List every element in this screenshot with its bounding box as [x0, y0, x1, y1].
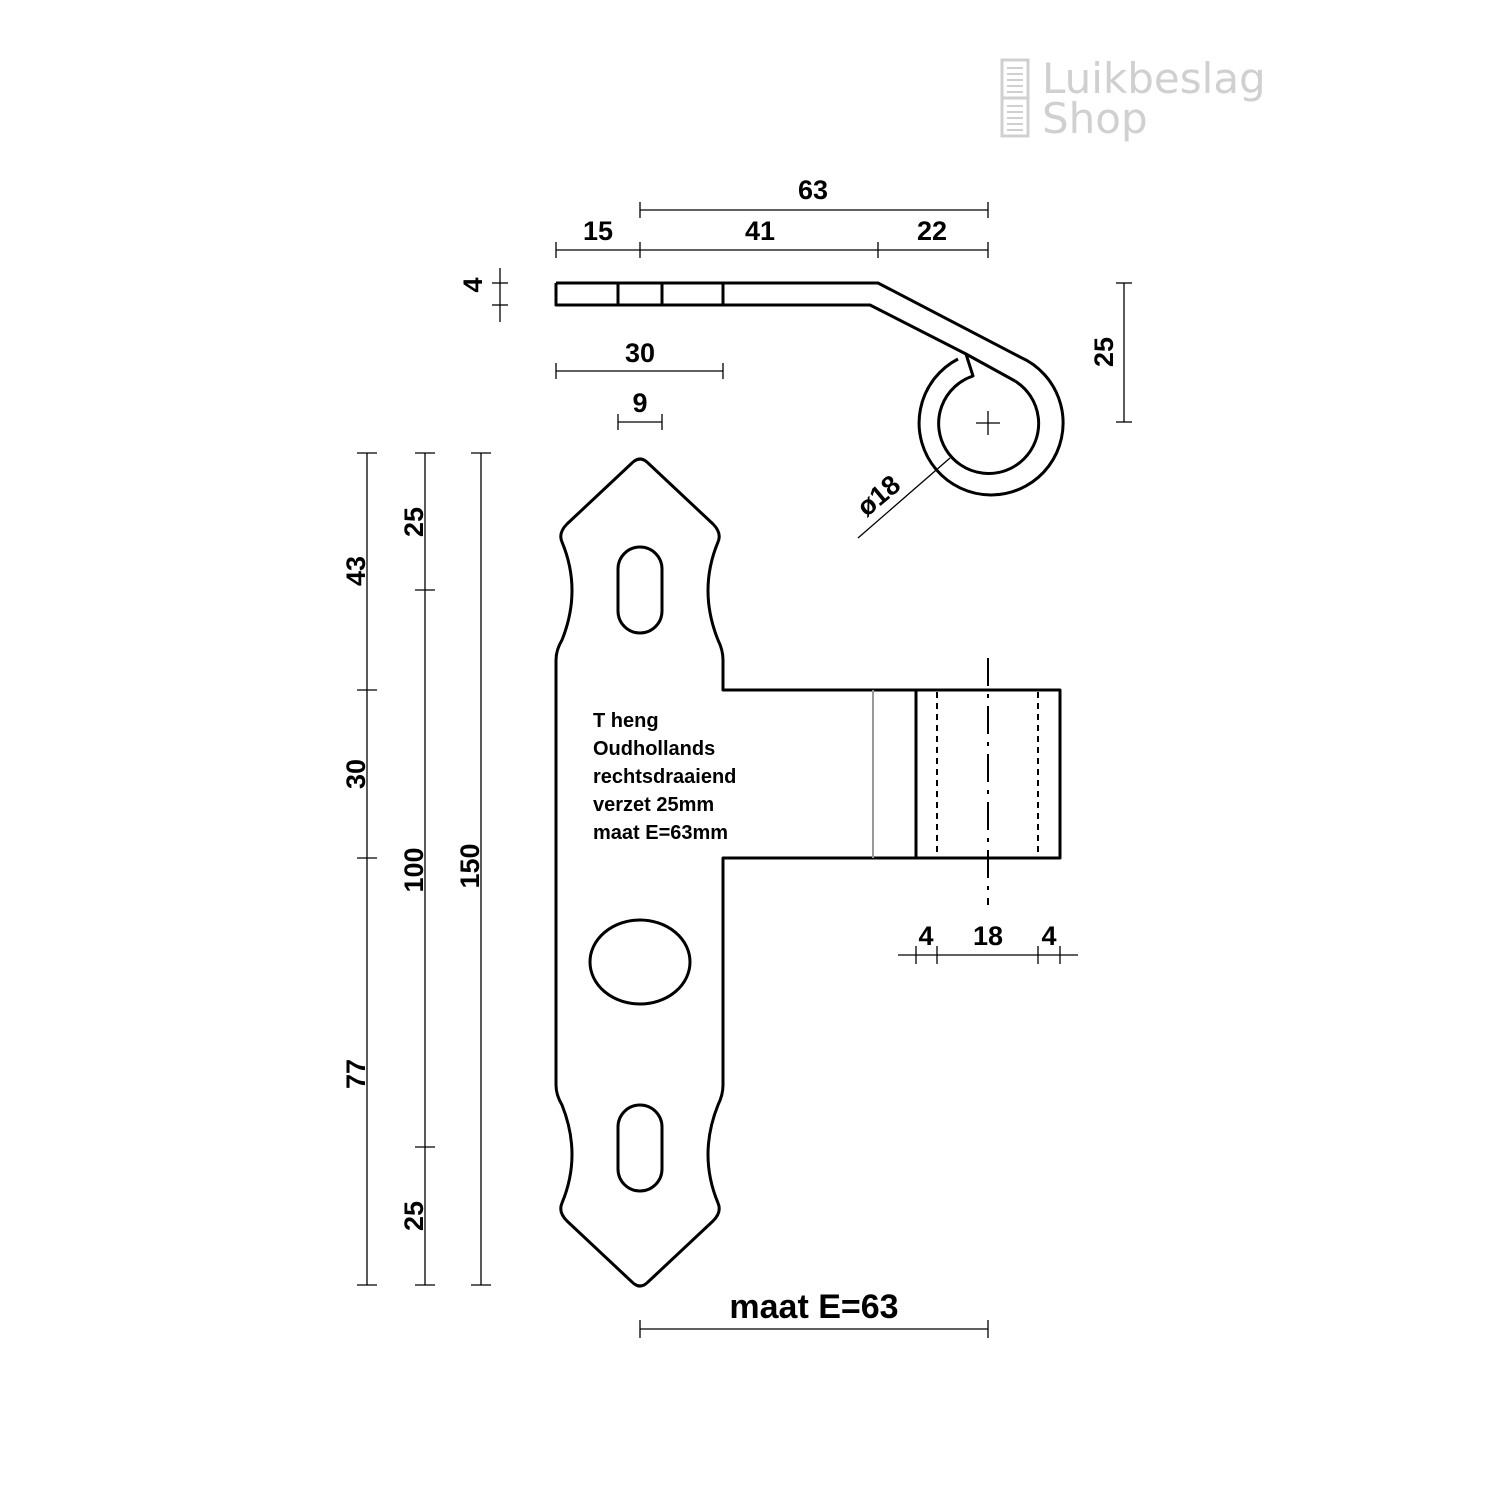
dim-100: 100 [399, 847, 429, 892]
dim-30: 30 [341, 759, 371, 789]
note-line: Oudhollands [593, 738, 715, 760]
center-hole [588, 918, 692, 1006]
note-line: maat E=63mm [593, 822, 728, 844]
dim-bore: 18 [973, 921, 1003, 951]
top-slot [616, 545, 664, 635]
maat-e-dimension [639, 1320, 989, 1338]
maat-e-label: maat E=63 [729, 1288, 898, 1326]
dim-41: 41 [745, 216, 775, 246]
hinge-plate [554, 457, 1062, 1288]
dim-63: 63 [798, 175, 828, 205]
dim-offset-25: 25 [1089, 337, 1119, 367]
left-dimensions [357, 452, 491, 1286]
dim-25-bottom: 25 [399, 1201, 429, 1231]
note-line: T heng [593, 710, 659, 732]
dim-150: 150 [455, 843, 485, 888]
side-view [554, 281, 1065, 539]
dim-wall-right: 4 [1041, 921, 1056, 951]
dim-43: 43 [341, 556, 371, 586]
note: T heng Oudhollands rechtsdraaiend verzet… [593, 710, 736, 844]
logo-line2: Shop [1042, 94, 1148, 143]
dim-25-top: 25 [399, 507, 429, 537]
logo: Luikbeslag Shop [1000, 54, 1266, 143]
note-line: rechtsdraaiend [593, 766, 736, 788]
top-dimensions [492, 202, 1132, 430]
dim-22: 22 [917, 216, 947, 246]
dim-77: 77 [341, 1059, 371, 1089]
dim-15: 15 [583, 216, 613, 246]
logo-line1: Luikbeslag [1042, 54, 1266, 103]
bottom-slot [616, 1103, 664, 1193]
dim-diameter: ø18 [851, 469, 906, 522]
dim-30-side: 30 [625, 338, 655, 368]
dim-wall-left: 4 [918, 921, 933, 951]
dim-9: 9 [632, 388, 647, 418]
knuckle-dimensions [898, 946, 1078, 964]
dim-thickness: 4 [458, 277, 488, 292]
note-line: verzet 25mm [593, 794, 714, 816]
